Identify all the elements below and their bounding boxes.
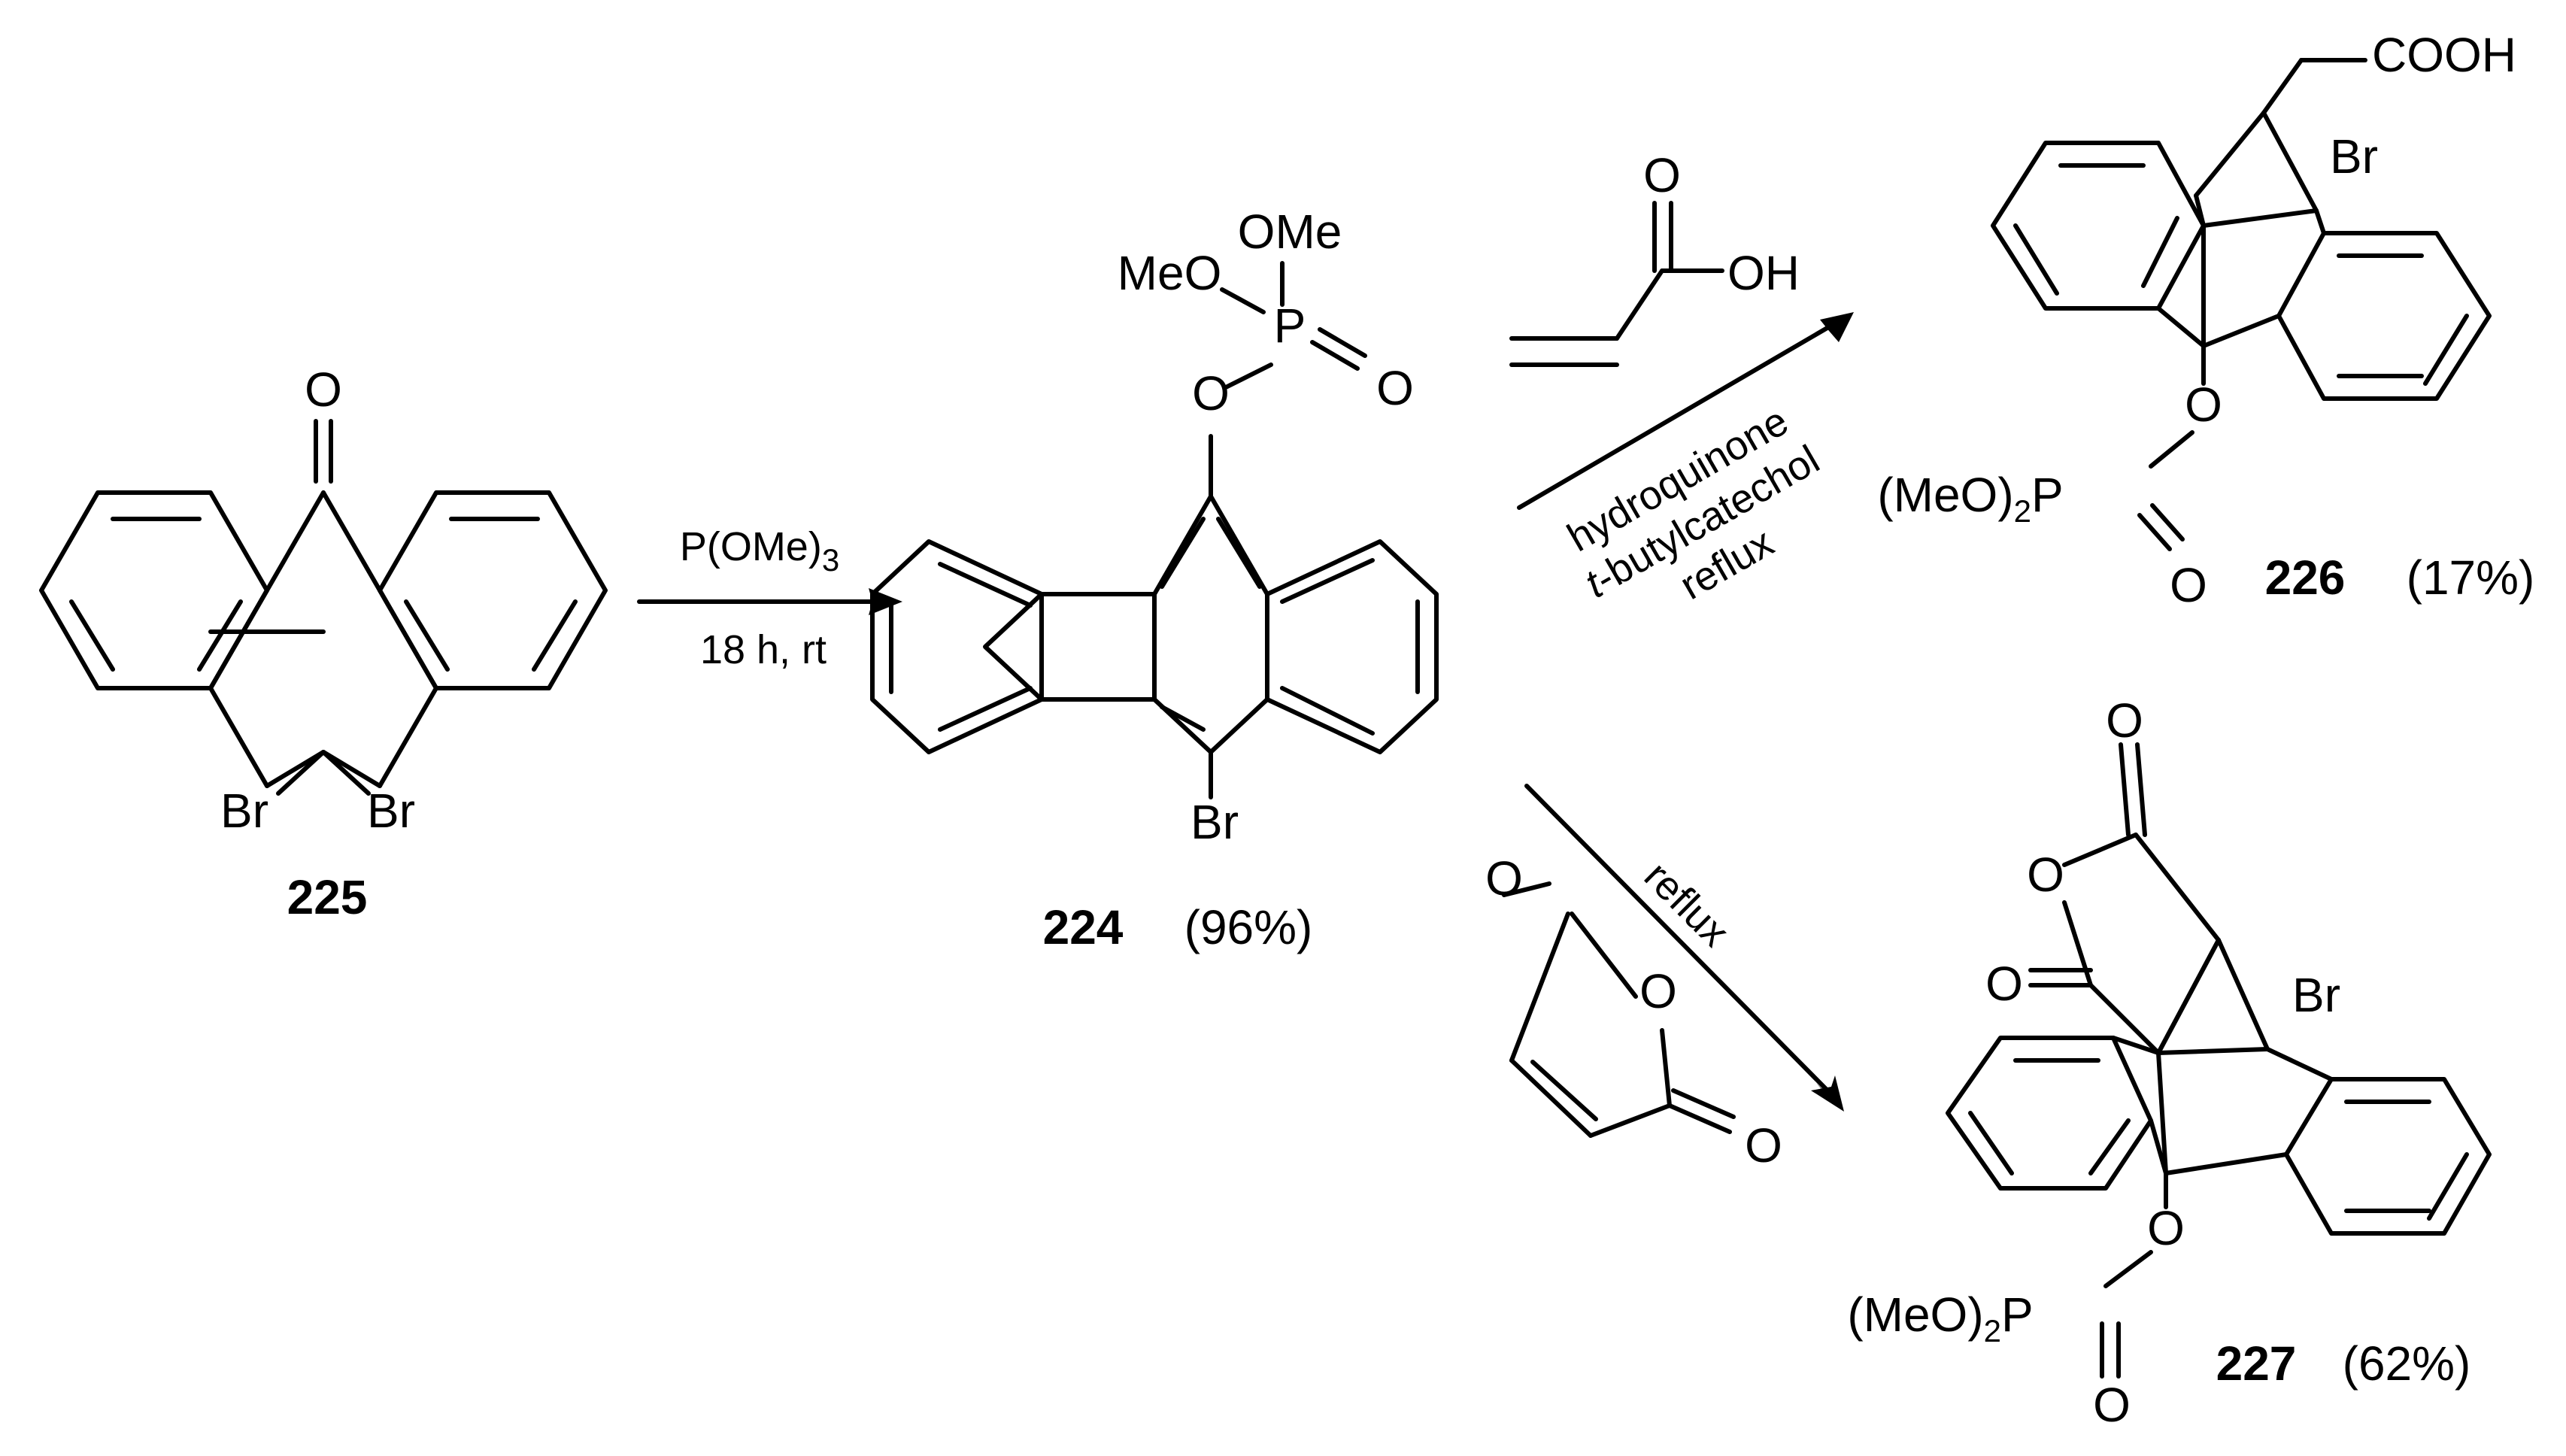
atom-cooh: COOH <box>2372 28 2516 82</box>
compound-yield: (62%) <box>2343 1336 2471 1391</box>
compound-number: 225 <box>287 870 368 924</box>
maleic-anhydride-bonds <box>1502 881 1736 1138</box>
compound-number: 224 <box>1043 900 1124 954</box>
compound-226-bonds <box>1991 58 2492 551</box>
reagent-maleic-anhydride: O O O <box>1485 851 1782 1172</box>
atom-br: Br <box>1190 795 1239 849</box>
atom-o: O <box>2093 1378 2131 1432</box>
atom-o: O <box>1376 361 1414 415</box>
atom-br: Br <box>367 784 415 838</box>
atom-o: O <box>1745 1118 1782 1172</box>
compound-225: O Br Br 225 <box>39 362 608 924</box>
atom-meo-group: (MeO)2P <box>1877 468 2063 529</box>
acrylic-acid-bonds <box>1509 201 1724 367</box>
reagent-acrylic-acid: O OH <box>1509 148 1800 367</box>
atom-meo: MeO <box>1118 246 1222 300</box>
reaction-arrow-step1: P(OMe)3 18 h, rt <box>637 524 902 672</box>
atom-br: Br <box>2292 968 2340 1022</box>
atom-o: O <box>2147 1201 2185 1255</box>
arrow-condition-above: P(OMe)3 <box>680 524 839 578</box>
atom-ome: OMe <box>1238 205 1342 259</box>
arrow-condition-line1: reflux <box>1636 853 1738 955</box>
atom-o: O <box>1985 957 2023 1011</box>
atom-o: O <box>305 362 342 417</box>
atom-o: O <box>1192 366 1230 420</box>
atom-meo-group: (MeO)2P <box>1847 1288 2033 1348</box>
reaction-arrow-step3: reflux <box>1524 784 1844 1112</box>
compound-number: 226 <box>2265 551 2346 605</box>
atom-o: O <box>2027 848 2064 902</box>
compound-227-bonds <box>1946 742 2492 1379</box>
atom-o: O <box>1485 851 1523 905</box>
atom-o: O <box>1643 148 1681 202</box>
atom-o: O <box>2185 378 2222 432</box>
atom-o: O <box>2106 693 2143 748</box>
compound-yield: (17%) <box>2407 551 2535 605</box>
compound-227: O O O Br O (MeO)2P O 227 (62%) <box>1847 693 2492 1432</box>
atom-br: Br <box>220 784 268 838</box>
compound-226: COOH Br O (MeO)2P O 226 (17%) <box>1877 28 2534 612</box>
atom-o: O <box>2170 558 2207 612</box>
atom-o: O <box>1639 964 1677 1018</box>
atom-br: Br <box>2330 129 2378 184</box>
compound-224-bonds <box>870 261 1439 799</box>
arrow-condition-below: 18 h, rt <box>700 627 827 672</box>
atom-p: P <box>1274 299 1306 353</box>
compound-225-bonds <box>39 419 608 796</box>
compound-yield: (96%) <box>1184 900 1313 954</box>
compound-number: 227 <box>2216 1336 2297 1391</box>
compound-224: OMe MeO P O O Br 224 (96%) <box>870 205 1439 954</box>
atom-oh: OH <box>1727 246 1800 300</box>
